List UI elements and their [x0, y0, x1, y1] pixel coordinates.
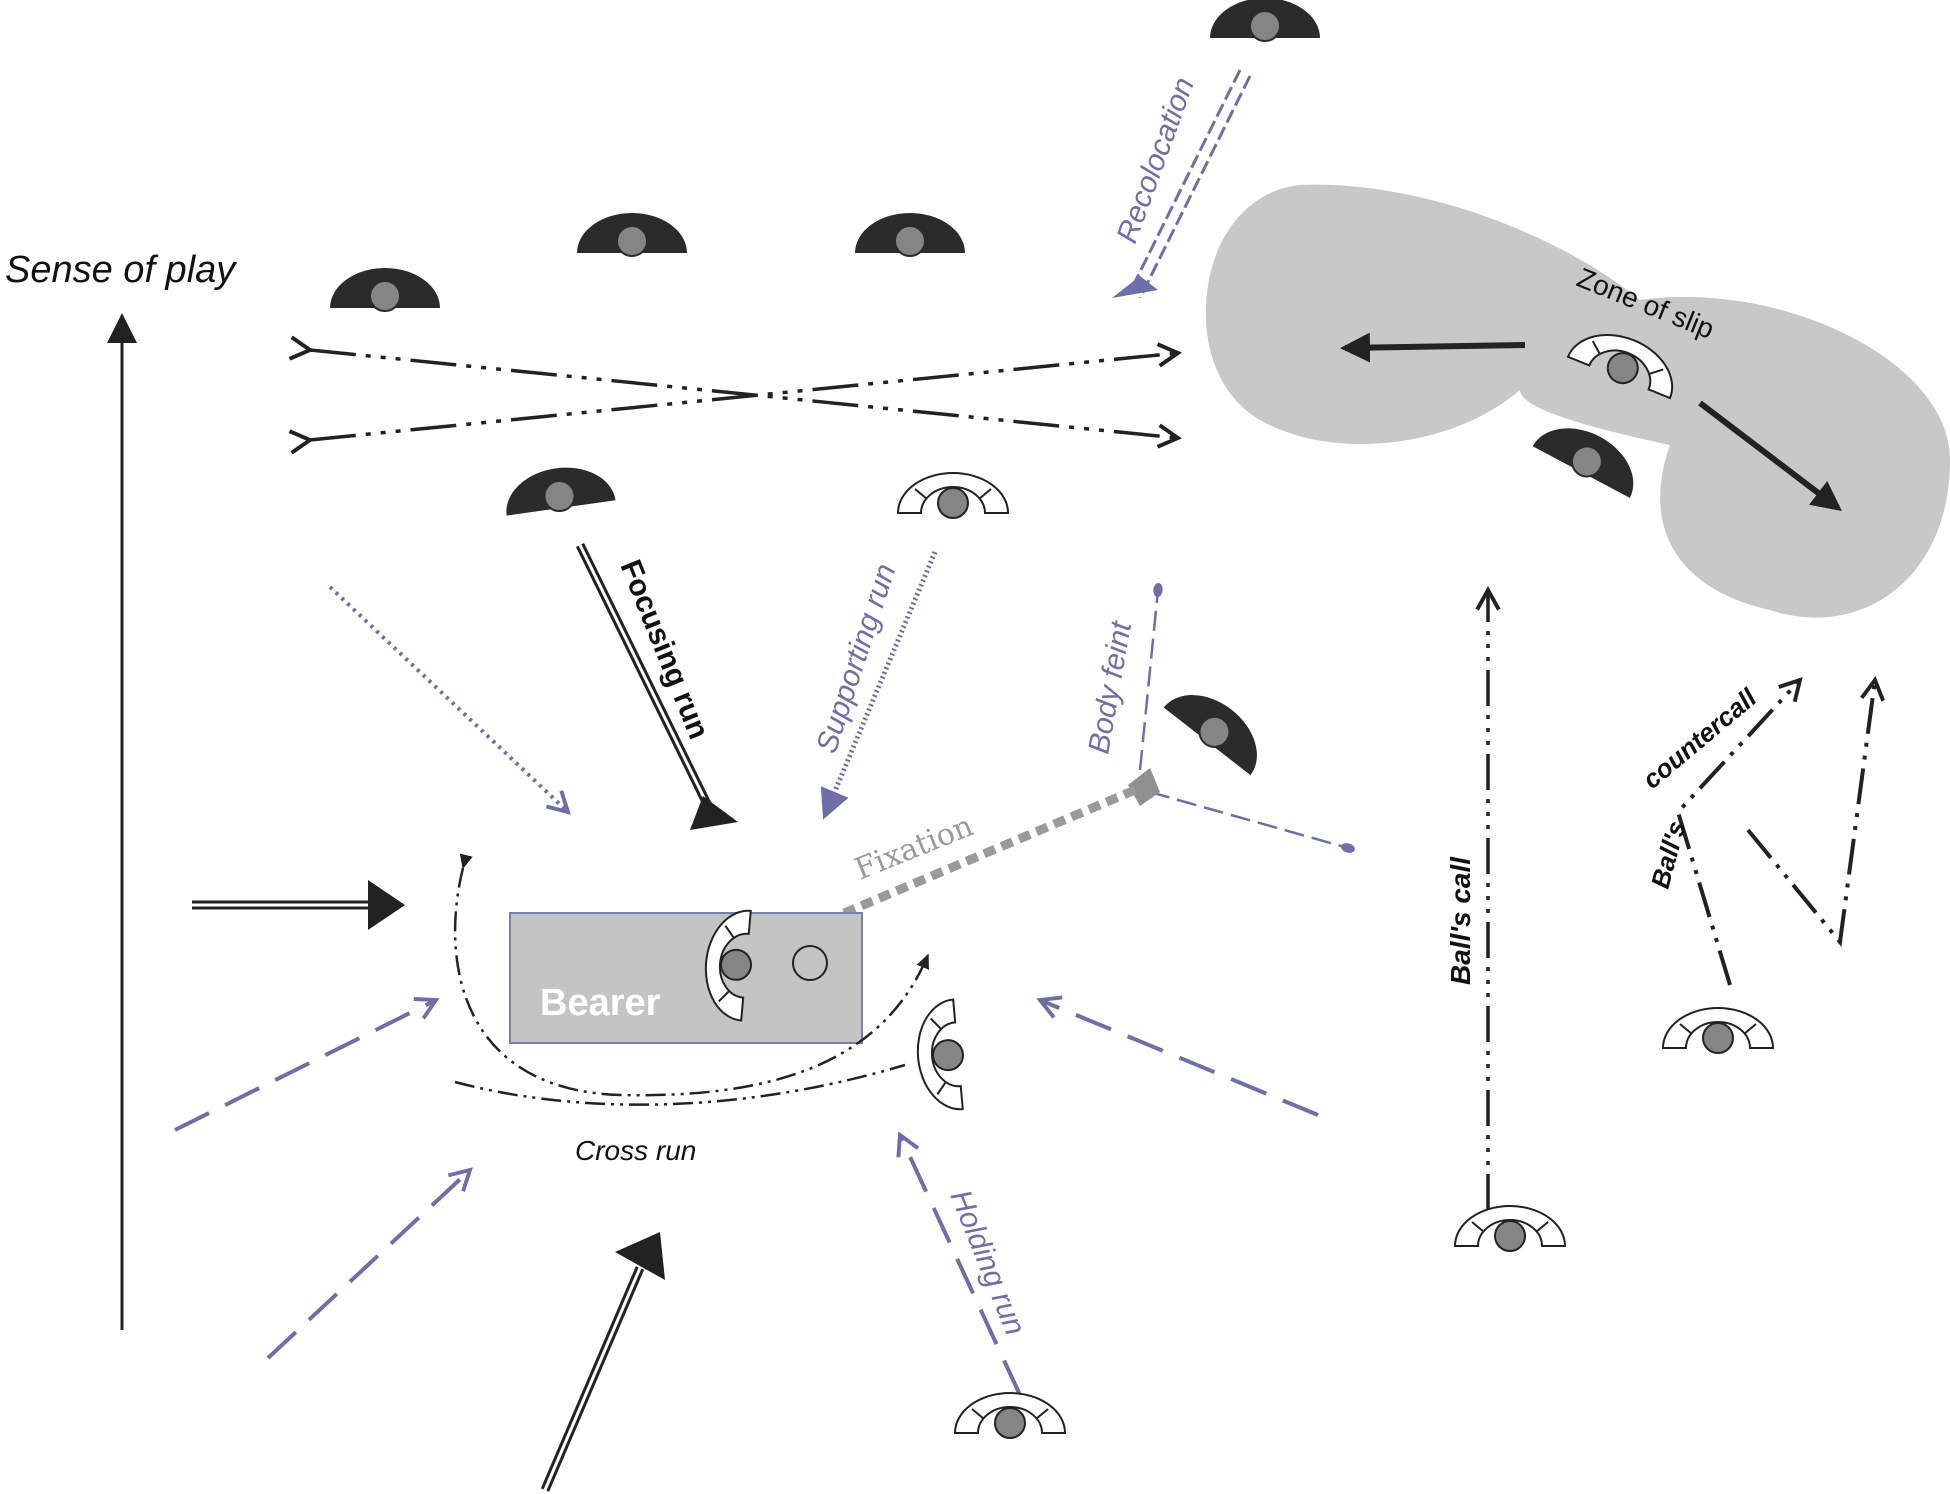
cross-dashdot-line-1 — [288, 335, 1182, 449]
sense-of-play-label: Sense of play — [5, 249, 237, 291]
recolocation-arrow-2 — [1138, 75, 1252, 299]
body-feint-line-2 — [1149, 790, 1355, 853]
bottom-push-arrowhead — [615, 1232, 665, 1280]
cross-run-label: Cross run — [575, 1135, 696, 1166]
holding-run-arrow — [896, 1131, 1022, 1396]
opponent-player — [1209, 0, 1321, 43]
zone-slip-arrow-down — [1698, 400, 1842, 512]
bottom-push-inner — [543, 1267, 642, 1491]
zone-slip-arrow-left — [1340, 332, 1526, 363]
teammate-player — [897, 472, 1009, 519]
opponent-player — [576, 212, 688, 257]
countercall-line-1 — [1675, 677, 1803, 986]
opponent-player — [500, 459, 617, 520]
bearer-label: Bearer — [540, 982, 661, 1024]
cross-dashdot-line-2 — [288, 342, 1182, 455]
side-push-arrowhead — [368, 880, 405, 930]
fixation-label: Fixation — [850, 808, 978, 887]
teammate-player — [1454, 1205, 1566, 1252]
teammate-player — [1662, 1007, 1774, 1054]
recolocation-label: Recolocation — [1111, 73, 1201, 247]
dotted-run-arrow — [328, 585, 571, 815]
dashed-run-left-1 — [174, 997, 440, 1132]
teammate-player — [912, 998, 969, 1114]
zone-of-slip-area — [1205, 184, 1950, 618]
body-feint-label: Body feint — [1082, 617, 1138, 756]
countercall-line-2 — [1746, 676, 1885, 947]
balls-call-label: Ball's call — [1445, 856, 1476, 985]
recolocation-arrow-1 — [1128, 69, 1242, 293]
opponent-player — [1160, 674, 1277, 779]
dashed-run-left-2 — [266, 1167, 473, 1360]
body-feint-line-1 — [1138, 583, 1163, 771]
opponent-player — [854, 212, 966, 257]
cross-run-curve-1 — [453, 853, 930, 1097]
focusing-run-inner — [578, 544, 712, 811]
countercall-label-2: countercall — [1637, 682, 1763, 795]
body-feint-diamond — [1128, 768, 1160, 806]
focusing-run-arrowhead — [690, 796, 738, 830]
teammate-player — [954, 1392, 1066, 1439]
recolocation-arrowhead — [1112, 276, 1158, 298]
opponent-player — [329, 267, 441, 312]
cross-run-curve-2 — [454, 1063, 906, 1106]
countercall-label-1: Ball's — [1645, 818, 1692, 892]
dashed-run-right — [1036, 995, 1319, 1117]
